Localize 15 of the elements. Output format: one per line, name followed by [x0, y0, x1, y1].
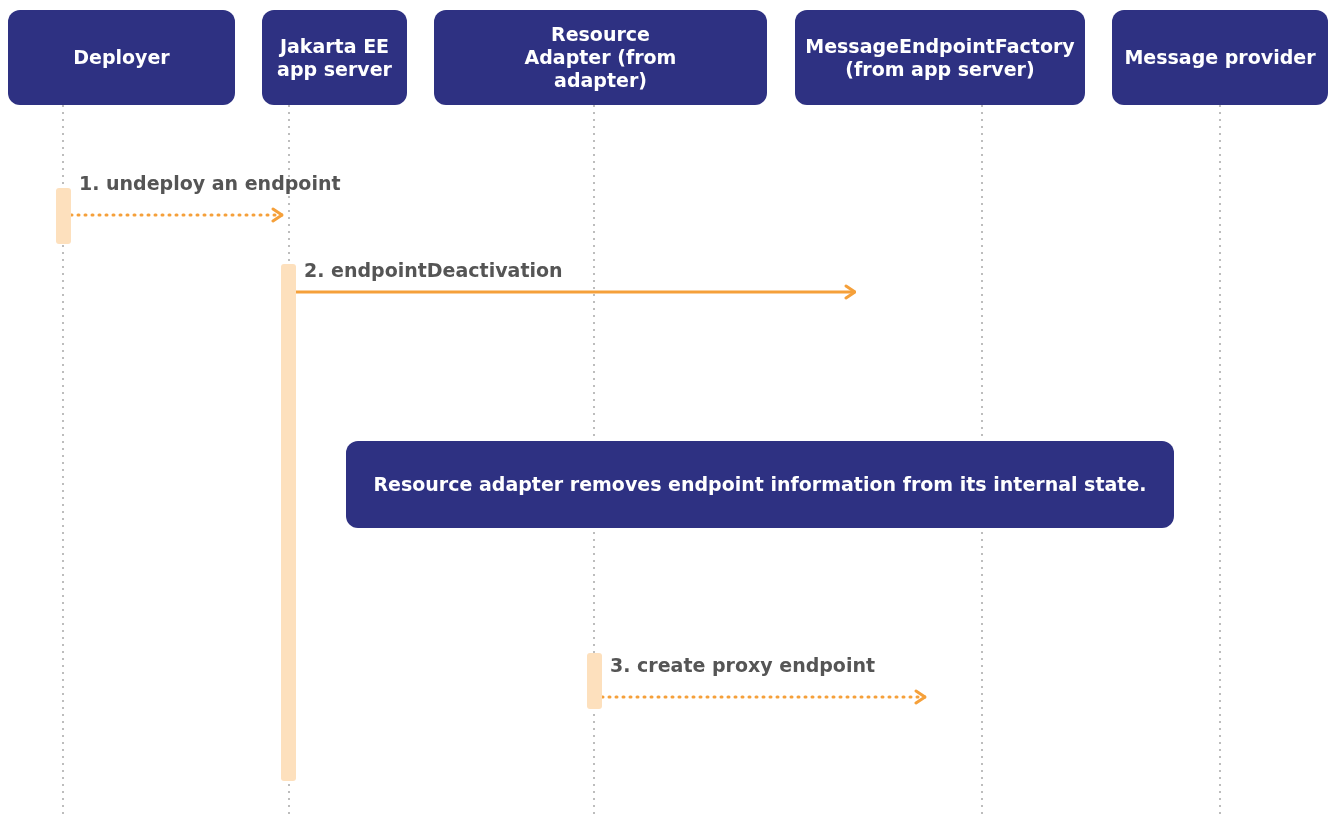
activation-bar [587, 653, 602, 709]
participant-box: Resource Adapter (from adapter) [434, 10, 767, 105]
message-label: 1. undeploy an endpoint [79, 172, 341, 194]
message-arrow [69, 207, 284, 223]
note-box: Resource adapter removes endpoint information from its internal state. [346, 441, 1174, 528]
message-arrow [296, 284, 857, 300]
participant-box: Jakarta EE app server [262, 10, 407, 105]
participant-box: Message provider [1112, 10, 1328, 105]
message-label: 3. create proxy endpoint [610, 654, 876, 676]
activation-bar [56, 188, 71, 244]
participant-box: Deployer [8, 10, 235, 105]
message-arrow [600, 689, 927, 705]
participant-box: MessageEndpointFactory (from app server) [795, 10, 1085, 105]
message-label: 2. endpointDeactivation [304, 259, 563, 281]
activation-bar [281, 264, 296, 781]
